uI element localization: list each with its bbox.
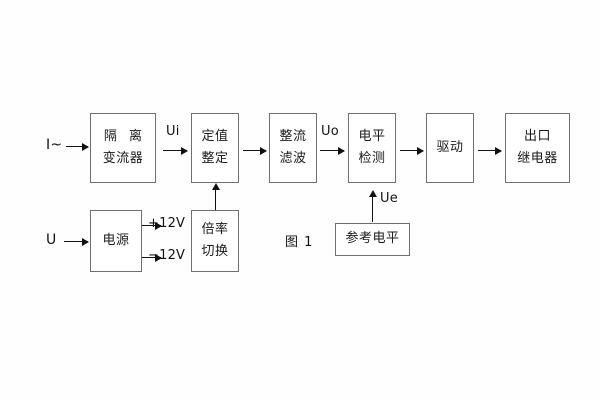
terminal-label-voltage-input: U [46,232,57,248]
block-rectify-filter-line1: 整流 [279,128,307,144]
signal-label-ue: Ue [380,191,398,206]
block-rectify-filter: 整流 滤波 [269,113,317,183]
block-output-relay-line2: 继电器 [517,151,558,166]
block-multiplier-line2: 切换 [201,244,229,259]
block-setting: 定值 整定 [191,113,239,183]
block-setting-line1: 定值 [201,128,229,144]
block-level-detect-line1: 电平 [358,128,386,144]
signal-label-uo: Uo [321,124,339,139]
block-reference: 参考电平 [335,223,410,256]
arrow-rectify-filter-to-level-detect [320,146,345,155]
arrow-current-input-to-isolation-ct [66,142,89,151]
block-multiplier: 倍率 切换 [191,210,239,272]
block-power-supply-line1: 电源 [102,232,130,248]
arrow-power-supply-pos12v [142,221,162,230]
block-power-supply: 电源 [90,210,142,272]
signal-label-neg12v: −12V [148,248,186,263]
block-level-detect-line2: 检测 [358,151,386,166]
block-multiplier-line1: 倍率 [201,221,229,237]
signal-label-pos12v: +12V [148,216,186,231]
arrow-power-supply-neg12v [142,253,162,262]
block-isolation-ct-line1: 隔 离 [103,128,147,144]
arrow-isolation-ct-to-setting [163,146,188,155]
arrow-reference-to-level-detect [368,190,377,222]
arrow-drive-to-output-relay [478,146,502,155]
figure-caption: 图 1 [285,235,314,250]
block-output-relay: 出口 继电器 [505,113,570,183]
signal-label-ui: Ui [166,124,180,139]
block-setting-line2: 整定 [201,151,229,166]
arrow-setting-to-rectify-filter [243,146,267,155]
terminal-label-current-input: I~ [46,137,63,153]
block-level-detect: 电平 检测 [348,113,396,183]
block-isolation-ct: 隔 离 变流器 [90,113,156,183]
arrow-multiplier-to-setting [211,183,220,210]
block-isolation-ct-line2: 变流器 [102,151,144,166]
arrow-level-detect-to-drive [400,146,424,155]
block-rectify-filter-line2: 滤波 [279,151,307,166]
block-drive: 驱动 [426,113,474,183]
block-output-relay-line1: 出口 [523,128,551,144]
block-reference-line1: 参考电平 [345,231,400,247]
arrow-voltage-input-to-power-supply [64,237,89,246]
block-drive-line1: 驱动 [436,139,464,155]
